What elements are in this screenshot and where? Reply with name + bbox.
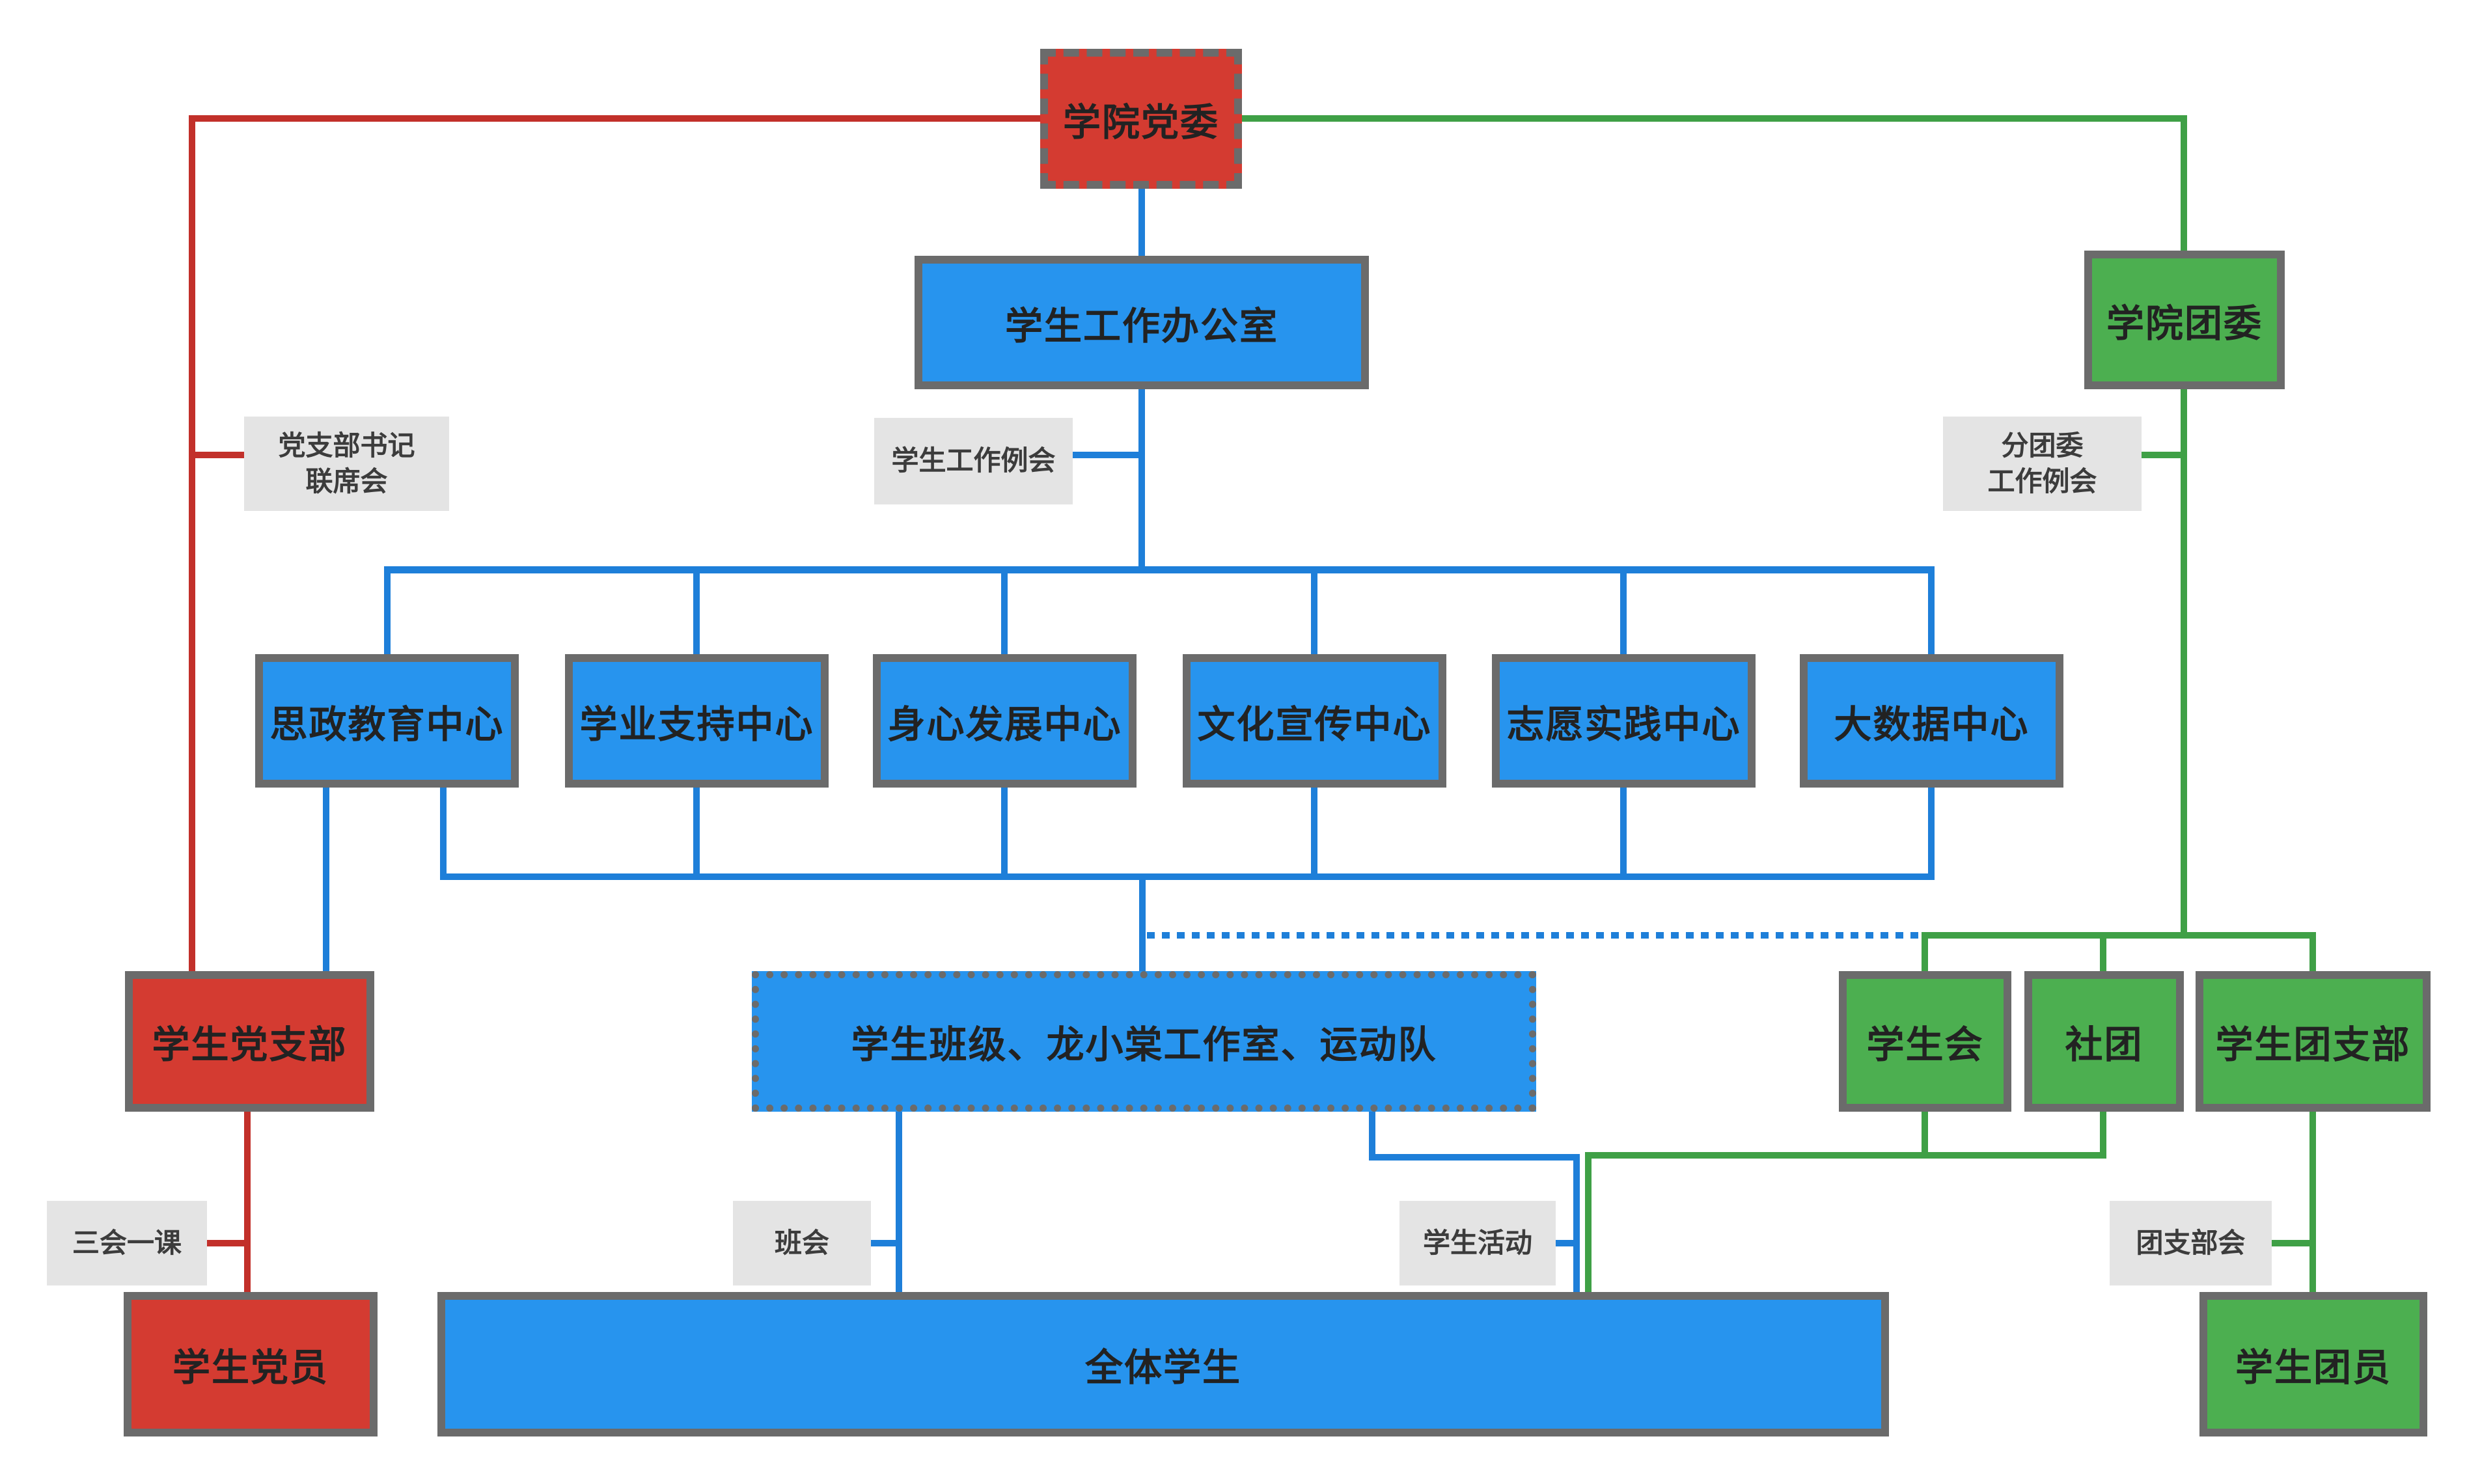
- drop-center-5: [1620, 573, 1627, 654]
- drop-center-3: [1001, 573, 1008, 654]
- edge-party-committee-to-office: [1138, 188, 1145, 256]
- node-center-mind-body: 身心发展中心: [873, 654, 1137, 788]
- node-center-academic-support: 学业支持中心: [565, 654, 829, 788]
- riser-center-2: [693, 788, 700, 873]
- bus-league-groups-top: [1922, 932, 2316, 939]
- label-student-work-regular-meeting: 学生工作例会: [874, 418, 1073, 504]
- label-three-meetings-one-lesson: 三会一课: [47, 1201, 207, 1285]
- edge-party-committee-to-student-party-branch: [189, 115, 195, 971]
- riser-center-4: [1311, 788, 1317, 873]
- node-student-units: 学生班级、龙小棠工作室、运动队: [752, 971, 1536, 1112]
- tick-league-branch-work-meeting: [2142, 452, 2181, 458]
- node-student-league-branch: 学生团支部: [2196, 971, 2431, 1112]
- drop-clubs: [2100, 939, 2106, 971]
- label-league-branch-work-regular-meeting: 分团委 工作例会: [1943, 417, 2142, 511]
- edge-units-to-all-students-right: [1573, 1154, 1580, 1292]
- node-student-league-members: 学生团员: [2199, 1292, 2427, 1436]
- edge-units-right-horizontal: [1369, 1154, 1580, 1161]
- node-league-committee: 学院团委: [2084, 251, 2285, 389]
- edge-units-right-drop: [1369, 1112, 1375, 1161]
- bus-centers-bottom: [440, 873, 1935, 880]
- riser-clubs: [2100, 1112, 2106, 1159]
- edge-league-committee-spine: [2181, 389, 2187, 939]
- bus-league-groups-bottom: [1585, 1152, 2106, 1159]
- edge-league-branch-to-league-members: [2309, 1112, 2316, 1292]
- node-student-work-office: 学生工作办公室: [915, 256, 1369, 389]
- tick-three-meetings: [207, 1240, 247, 1246]
- edge-party-committee-right-horizontal: [1242, 115, 2187, 122]
- tick-class-meeting: [871, 1240, 896, 1246]
- riser-center-5: [1620, 788, 1627, 873]
- tick-student-activities: [1556, 1240, 1573, 1246]
- node-center-volunteer-practice: 志愿实践中心: [1492, 654, 1756, 788]
- edge-party-committee-left-horizontal: [192, 115, 1040, 122]
- riser-center-1: [440, 788, 447, 880]
- node-center-big-data: 大数据中心: [1800, 654, 2063, 788]
- dotted-link-to-league-groups: [1147, 932, 1925, 939]
- label-party-branch-secretary-joint-meeting: 党支部书记 联席会: [244, 417, 449, 511]
- node-student-union: 学生会: [1839, 971, 2011, 1112]
- node-party-committee: 学院党委: [1040, 49, 1242, 189]
- riser-student-union: [1922, 1112, 1928, 1159]
- drop-center-6: [1928, 573, 1935, 654]
- edge-office-spine: [1138, 389, 1145, 566]
- node-center-culture-publicity: 文化宣传中心: [1183, 654, 1446, 788]
- label-student-activities: 学生活动: [1399, 1201, 1556, 1285]
- riser-center-3: [1001, 788, 1008, 873]
- label-class-meeting: 班会: [733, 1201, 871, 1285]
- drop-center-1: [384, 573, 391, 654]
- edge-bus-to-student-units: [1139, 880, 1146, 971]
- drop-student-union: [1922, 939, 1928, 971]
- edge-to-league-committee: [2181, 122, 2187, 251]
- tick-league-branch-meeting: [2272, 1240, 2309, 1246]
- drop-student-league-branch: [2309, 939, 2316, 971]
- tick-student-work-meeting: [1073, 452, 1138, 458]
- label-league-branch-meeting: 团支部会: [2110, 1201, 2272, 1285]
- edge-center1-to-party-branch: [323, 788, 329, 971]
- tick-joint-meeting: [192, 452, 244, 458]
- drop-center-4: [1311, 573, 1317, 654]
- node-student-party-members: 学生党员: [124, 1292, 378, 1436]
- drop-center-2: [693, 573, 700, 654]
- node-student-party-branch: 学生党支部: [125, 971, 374, 1112]
- riser-center-6: [1928, 788, 1935, 873]
- edge-units-to-all-students-left: [896, 1112, 902, 1292]
- bus-centers-top: [384, 566, 1935, 573]
- node-clubs: 社团: [2024, 971, 2184, 1112]
- edge-league-groups-to-all-students: [1585, 1152, 1592, 1292]
- node-center-ideology: 思政教育中心: [255, 654, 519, 788]
- edge-party-branch-to-party-members: [244, 1112, 251, 1292]
- node-all-students: 全体学生: [437, 1292, 1889, 1436]
